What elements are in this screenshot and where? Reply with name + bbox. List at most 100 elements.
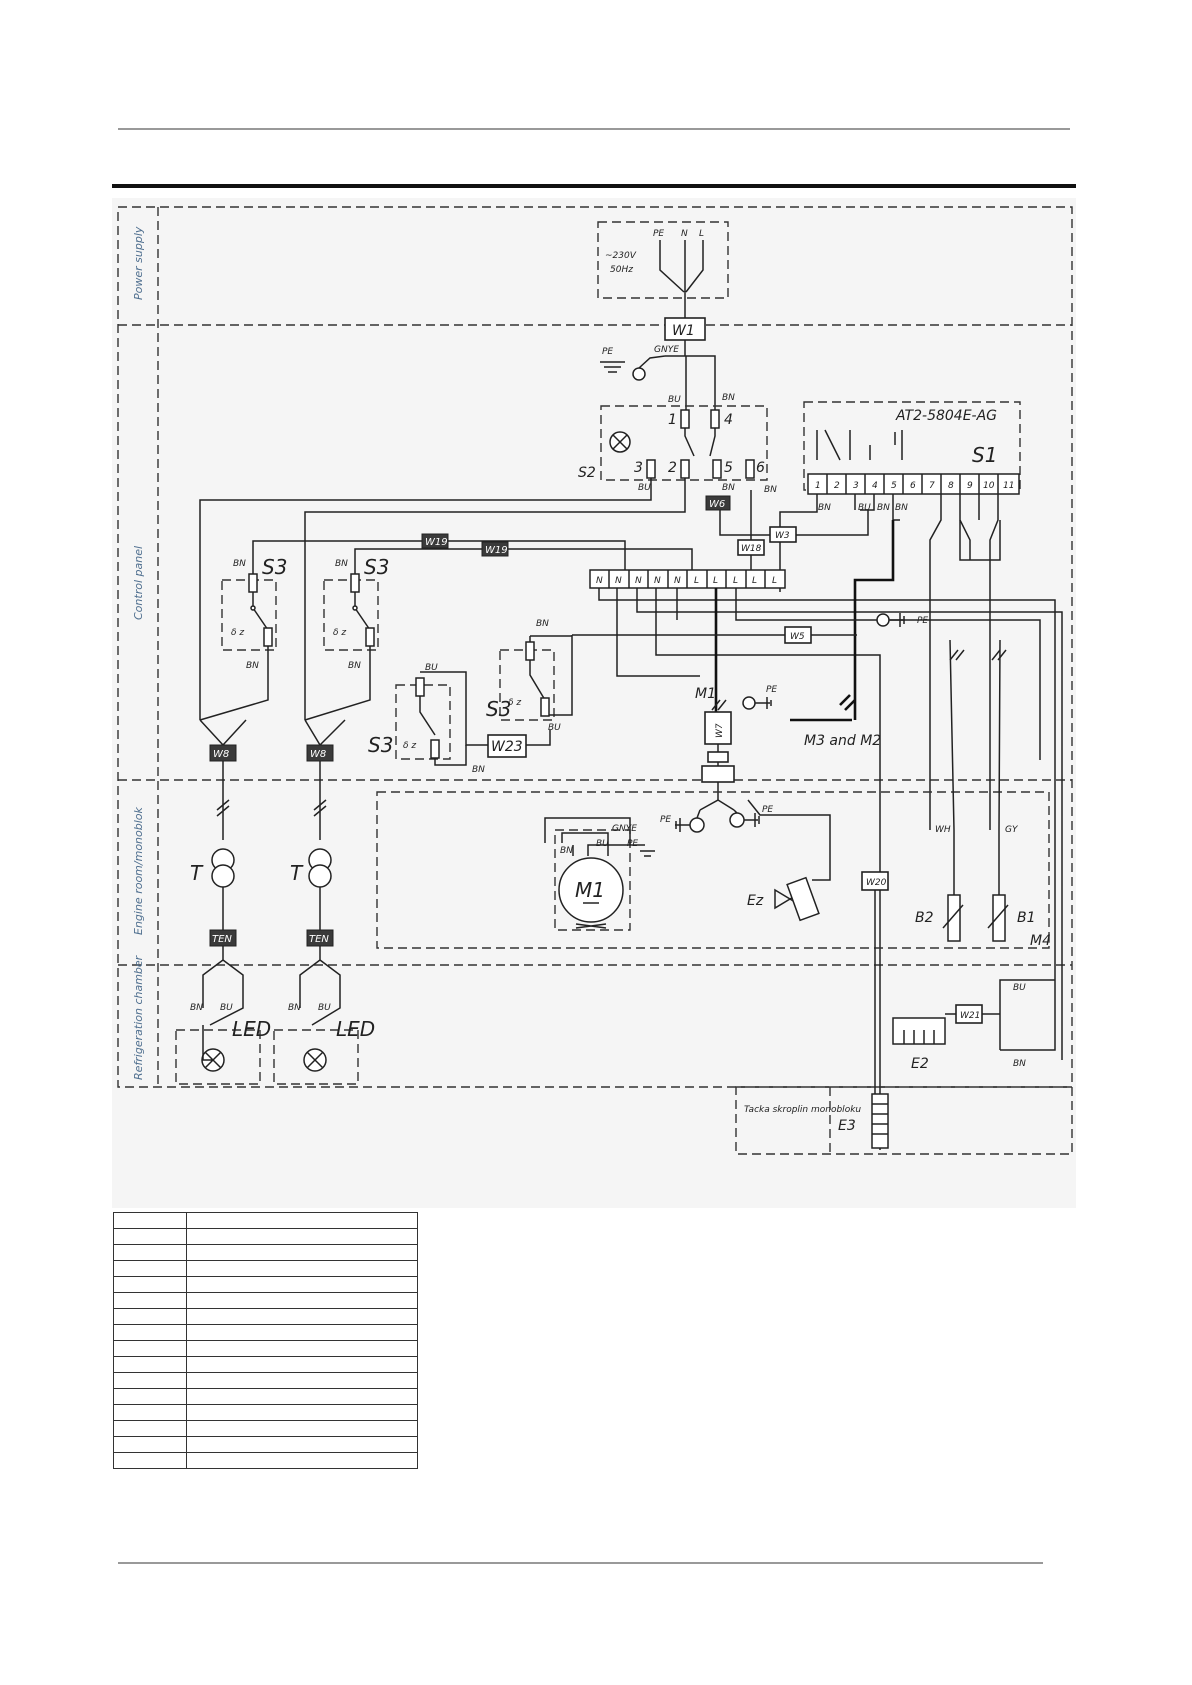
e2-label: E2	[911, 1056, 929, 1072]
w5-label: W5	[790, 632, 805, 642]
s3-label-1: S3	[262, 555, 287, 579]
bn-s2-bottom: BN	[722, 483, 735, 493]
bu-e2: BU	[1013, 983, 1026, 993]
led-label-2: LED	[336, 1017, 375, 1041]
bu-s2-bottom: BU	[638, 483, 651, 493]
legend-code-cell	[113, 1404, 187, 1421]
bn-t4: BN	[877, 503, 890, 513]
bus-l4: L	[752, 576, 757, 586]
nl-bus: N N N N N L L L L L	[589, 569, 786, 589]
bn-s2-bottom2: BN	[764, 485, 777, 495]
s2-pin-1: 1	[668, 412, 677, 428]
legend-row	[113, 1244, 418, 1261]
legend-row	[113, 1260, 418, 1277]
legend-code-cell	[113, 1420, 187, 1437]
legend-code-cell	[113, 1356, 187, 1373]
s3-label-2: S3	[364, 555, 389, 579]
s2-pin-3: 3	[634, 460, 643, 476]
pe-m1-label: PE	[766, 685, 777, 695]
w7-label: W7	[715, 723, 725, 738]
s1-terminal-strip: 1 2 3 4 5 6 7 8 9 10 11	[807, 473, 1020, 495]
supply-voltage: ~230V	[605, 251, 637, 261]
terminal-2: 2	[834, 481, 840, 491]
pe-eng-1: PE	[660, 815, 671, 825]
t-label-2: T	[290, 861, 304, 885]
b1-label: B1	[1017, 910, 1036, 926]
legend-row	[113, 1436, 418, 1453]
terminal-8: 8	[948, 481, 954, 491]
e2-heater-icon	[892, 1017, 946, 1045]
s2-pin-2: 2	[668, 460, 677, 476]
bus-l1: L	[694, 576, 699, 586]
legend-code-cell	[113, 1228, 187, 1245]
legend-row	[113, 1228, 418, 1245]
legend-table	[113, 1212, 418, 1469]
w21-label: W21	[960, 1011, 980, 1021]
m1-motor-icon	[558, 857, 624, 923]
bn-m1: BN	[560, 846, 573, 856]
legend-row	[113, 1292, 418, 1309]
legend-desc-cell	[186, 1228, 418, 1245]
w20-label: W20	[866, 878, 887, 888]
s3-switch-4: S3 BU δ z BN	[368, 663, 488, 775]
bn-t1: BN	[818, 503, 831, 513]
terminal-6: 6	[910, 481, 916, 491]
legend-desc-cell	[186, 1404, 418, 1421]
bus-n2: N	[615, 576, 622, 586]
w1-label: W1	[672, 323, 695, 339]
ten-label-2: TEN	[309, 934, 329, 945]
legend-desc-cell	[186, 1340, 418, 1357]
b1-sensor-icon	[992, 894, 1006, 942]
svg-text:δ z: δ z	[403, 741, 416, 751]
bu-s3-4: BU	[425, 663, 438, 673]
s2-pin-4: 4	[724, 412, 733, 428]
terminal-7: 7	[929, 481, 935, 491]
legend-row	[113, 1340, 418, 1357]
terminal-9: 9	[967, 481, 973, 491]
bus-n5: N	[674, 576, 681, 586]
legend-code-cell	[113, 1276, 187, 1293]
zone-label-power: Power supply	[132, 226, 145, 300]
w23-label: W23	[491, 739, 523, 755]
bn-s3-2b: BN	[348, 661, 361, 671]
m3m2-label: M3 and M2	[804, 733, 881, 749]
legend-row	[113, 1372, 418, 1389]
bus-l3: L	[733, 576, 738, 586]
legend-code-cell	[113, 1244, 187, 1261]
bn-s3-4: BN	[472, 765, 485, 775]
t-label-1: T	[190, 861, 204, 885]
w6-label: W6	[709, 499, 725, 510]
pe-right-label: PE	[917, 616, 928, 626]
legend-desc-cell	[186, 1244, 418, 1261]
legend-code-cell	[113, 1372, 187, 1389]
legend-code-cell	[113, 1260, 187, 1277]
supply-box	[597, 221, 729, 299]
bn-s3-2: BN	[335, 559, 348, 569]
bn-s3-1: BN	[233, 559, 246, 569]
bu-t3: BU	[858, 503, 871, 513]
legend-desc-cell	[186, 1372, 418, 1389]
legend-code-cell	[113, 1308, 187, 1325]
legend-row	[113, 1404, 418, 1421]
m1-label: M1	[575, 878, 605, 902]
terminal-1: 1	[815, 481, 821, 491]
bus-n4: N	[654, 576, 661, 586]
ten-label-1: TEN	[212, 934, 232, 945]
gy-label: GY	[1005, 825, 1019, 835]
bn-led-1: BN	[190, 1003, 203, 1013]
pe-top-label: PE	[602, 347, 613, 357]
gnye-top-label: GNYE	[654, 345, 679, 355]
m1-box	[554, 829, 631, 931]
svg-text:δ z: δ z	[508, 698, 521, 708]
legend-code-cell	[113, 1340, 187, 1357]
bn-e2: BN	[1013, 1059, 1026, 1069]
w8-label-1: W8	[213, 749, 229, 760]
pe-m1b: PE	[627, 839, 638, 849]
legend-desc-cell	[186, 1292, 418, 1309]
bu-led-1: BU	[220, 1003, 233, 1013]
led-1: BN BU LED	[175, 946, 271, 1085]
tray-label: Tacka skroplin monobloku	[744, 1105, 861, 1115]
legend-code-cell	[113, 1388, 187, 1405]
legend-desc-cell	[186, 1388, 418, 1405]
bn-led-2: BN	[288, 1003, 301, 1013]
